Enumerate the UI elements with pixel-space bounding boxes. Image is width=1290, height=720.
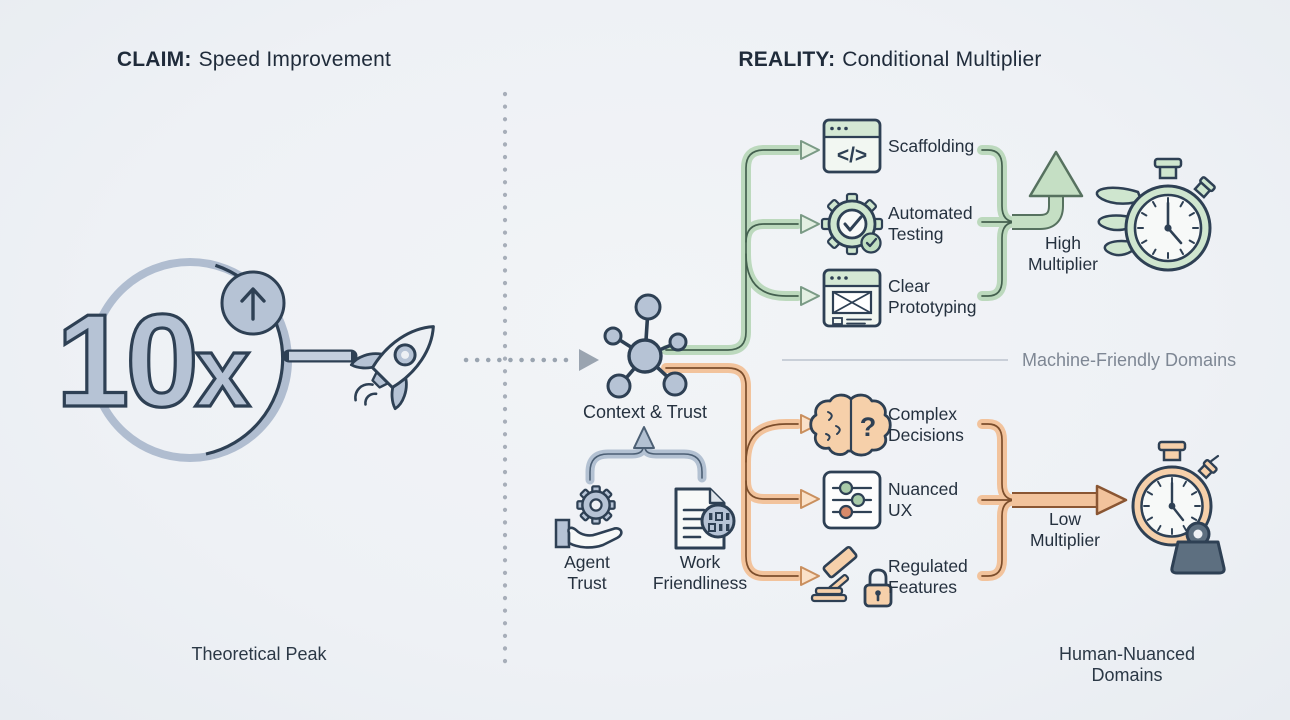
weight-icon: [1170, 521, 1226, 575]
reality-title: REALITY: Conditional Multiplier: [690, 48, 1090, 72]
item-label-clear-prototyping: Clear Prototyping: [888, 276, 977, 317]
human-nuanced-domains-label: Human-Nuanced Domains: [1058, 644, 1196, 685]
rocket-icon: [349, 325, 435, 411]
10x-badge: 10x: [54, 258, 358, 462]
claim-text: Speed Improvement: [198, 48, 392, 71]
item-label-nuanced-ux: Nuanced UX: [888, 479, 959, 520]
high-multiplier-label: High Multiplier: [1027, 233, 1099, 274]
inputs-merge-arrow: [585, 426, 707, 485]
document-binary-icon: [674, 487, 736, 550]
theoretical-peak-label: Theoretical Peak: [191, 644, 327, 664]
orange-flow-paths: [661, 363, 1128, 586]
green-flow-paths: [661, 140, 1084, 355]
badge-text: 10x: [56, 287, 250, 434]
item-label-automated-testing: Automated Testing: [888, 203, 973, 244]
dotted-arrow: [463, 349, 599, 371]
claim-title: CLAIM: Speed Improvement: [54, 48, 454, 72]
code-window-icon: </>: [822, 118, 882, 174]
low-multiplier-label: Low Multiplier: [1029, 509, 1101, 550]
item-label-regulated-features: Regulated Features: [888, 556, 968, 597]
machine-friendly-domains-label: Machine-Friendly Domains: [1022, 350, 1237, 370]
claim-prefix: CLAIM:: [116, 48, 192, 71]
wireframe-window-icon: [822, 268, 882, 328]
weighted-stopwatch-icon: [1131, 440, 1226, 575]
brain-question-icon: ?: [809, 393, 892, 457]
hub-label: Context & Trust: [582, 402, 708, 422]
up-arrow-circle-icon: [220, 270, 286, 336]
network-hub-icon: [603, 293, 688, 399]
svg-text:</>: </>: [837, 144, 867, 167]
sliders-icon: [822, 470, 882, 530]
svg-text:?: ?: [860, 412, 877, 442]
reality-text: Conditional Multiplier: [842, 48, 1042, 71]
gear-check-icon: [820, 192, 884, 256]
reality-prefix: REALITY:: [738, 48, 836, 71]
item-label-scaffolding: Scaffolding: [888, 136, 975, 156]
low-multiplier-arrow: [1012, 484, 1128, 516]
input-label-work-friendliness: Work Friendliness: [652, 552, 748, 593]
high-multiplier-arrow: [1012, 150, 1084, 230]
input-label-agent-trust: Agent Trust: [564, 552, 610, 593]
item-label-complex-decisions: Complex Decisions: [888, 404, 964, 445]
hand-gear-icon: [554, 485, 623, 549]
gavel-lock-icon: [810, 545, 893, 608]
winged-stopwatch-icon: [1095, 157, 1216, 272]
